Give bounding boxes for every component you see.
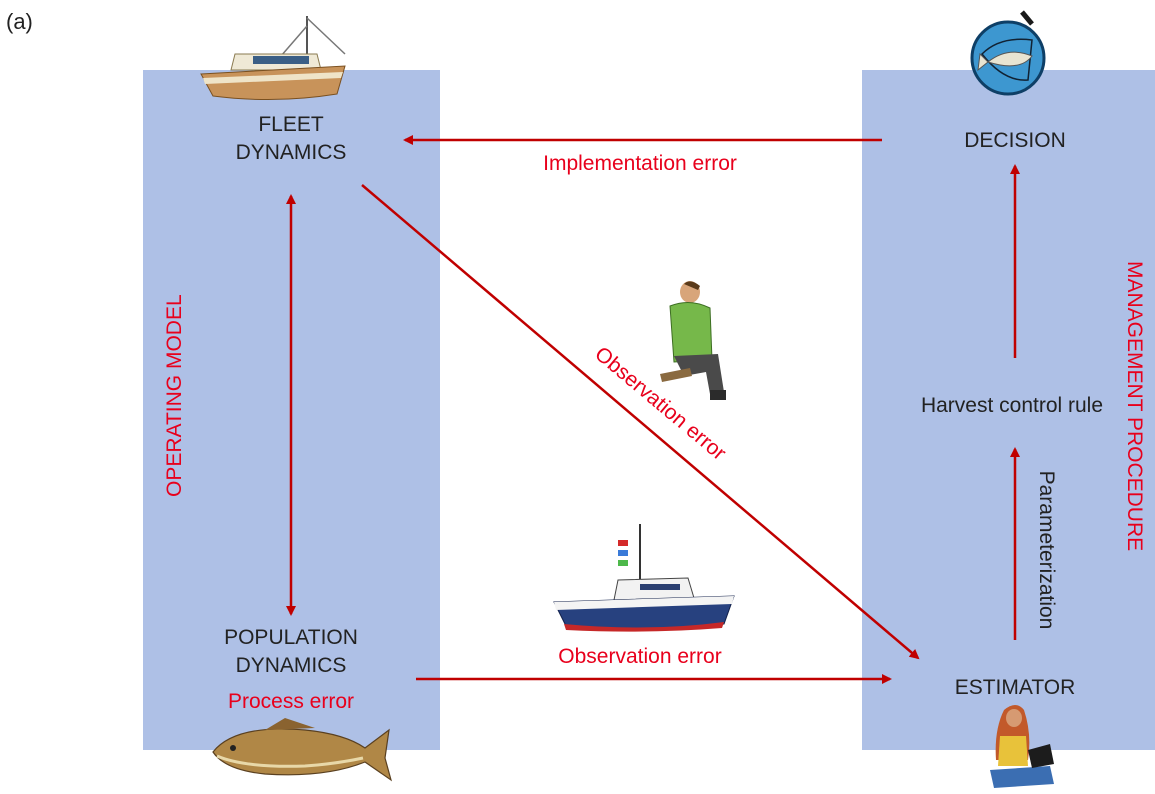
fishing-boat-icon — [200, 16, 346, 101]
estimator-label: ESTIMATOR — [954, 676, 1076, 699]
implementation-error-label: Implementation error — [543, 152, 737, 175]
operating-model-title: OPERATING MODEL — [163, 294, 186, 497]
population-dynamics-label: POPULATION DYNAMICS — [186, 624, 396, 680]
population-line1: POPULATION — [224, 626, 358, 649]
fisherman-icon — [660, 281, 726, 400]
fish-in-net-icon — [970, 10, 1046, 96]
fleet-line1: FLEET — [258, 113, 324, 136]
fleet-dynamics-label: FLEET DYNAMICS — [206, 111, 376, 167]
population-line2: DYNAMICS — [235, 654, 347, 677]
management-procedure-title: MANAGEMENT PROCEDURE — [1123, 261, 1146, 552]
research-vessel-icon — [553, 524, 735, 632]
management-procedure-panel — [862, 70, 1155, 750]
observation-error-bottom-label: Observation error — [558, 645, 722, 668]
decision-label: DECISION — [964, 129, 1066, 152]
harvest-control-rule-label: Harvest control rule — [920, 394, 1104, 417]
fleet-line2: DYNAMICS — [235, 141, 347, 164]
observation-diagonal-arrow — [361, 184, 920, 660]
analyst-with-laptop-icon — [990, 705, 1054, 788]
cod-fish-icon — [212, 718, 393, 782]
parameterization-label: Parameterization — [1035, 470, 1058, 630]
panel-label: (a) — [6, 9, 33, 34]
process-error-label: Process error — [227, 690, 355, 713]
